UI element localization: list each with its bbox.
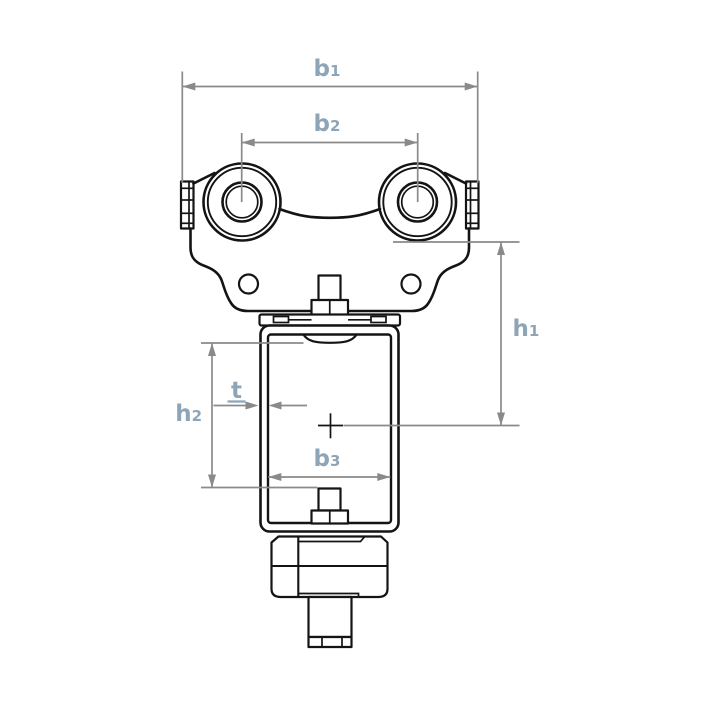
hole-left [237, 273, 260, 295]
clamp-plate [258, 313, 402, 327]
label-b3: b3 [314, 446, 341, 472]
hex-nut [270, 535, 389, 599]
b1-arrow-left [182, 82, 196, 91]
dimension-t: t [213, 378, 307, 410]
bottom-bolt [310, 487, 350, 525]
profile-seat-dome [302, 333, 358, 344]
label-b1: b1 [314, 56, 341, 82]
h2-arrow-bottom [208, 474, 216, 488]
label-t: t [231, 378, 242, 404]
profile-outer-wall [259, 324, 400, 533]
label-h1: h1 [513, 316, 540, 342]
dimension-b1: b1 [181, 56, 479, 183]
b3-arrow-right [377, 473, 391, 481]
label-b2: b2 [314, 111, 341, 137]
b1-arrow-right [464, 82, 478, 91]
t-arrow-left [245, 401, 259, 410]
trolley-body [179, 162, 480, 649]
shaft-end-band [307, 635, 353, 649]
body-sides-bottom [189, 227, 471, 313]
h1-arrow-top [497, 242, 505, 255]
hole-right [400, 273, 422, 295]
mounting-holes [237, 273, 422, 295]
bottom-bolt-head [317, 487, 342, 512]
side-tab-right [464, 180, 480, 230]
dimension-h1: h1 [344, 241, 540, 427]
side-tab-left [179, 180, 195, 230]
shaft-body [307, 595, 353, 639]
dimension-b2: b2 [240, 111, 419, 202]
h2-arrow-top [208, 343, 216, 356]
h1-arrow-bottom [497, 412, 505, 426]
b2-arrow-left [241, 138, 255, 147]
top-bolt [310, 274, 350, 317]
center-cross [318, 413, 344, 439]
body-saddle [278, 207, 382, 220]
top-bolt-head [317, 274, 342, 302]
body-edge-top-right [443, 171, 468, 185]
b3-arrow-left [268, 473, 282, 481]
dimension-b3: b3 [268, 446, 391, 481]
body-edge-top-left [192, 171, 216, 185]
b2-arrow-right [404, 138, 418, 147]
shaft [307, 595, 353, 649]
label-h2: h2 [175, 401, 202, 427]
t-arrow-right [268, 401, 282, 410]
dimension-h2: h2 [175, 342, 318, 489]
